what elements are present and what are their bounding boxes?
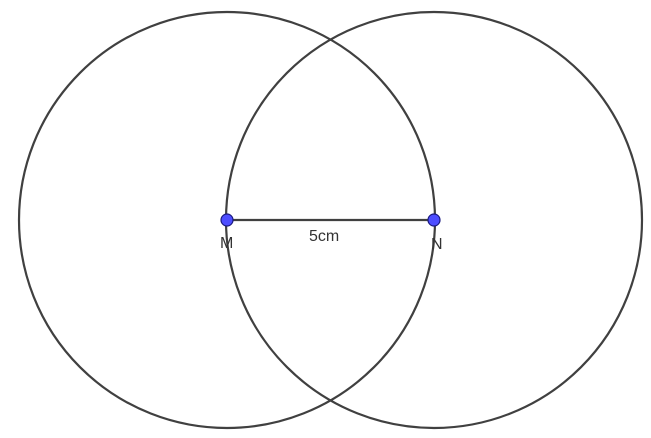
segment-length-label: 5cm: [309, 228, 339, 245]
point-N[interactable]: [427, 213, 441, 227]
point-N-label: N: [431, 236, 443, 253]
point-M[interactable]: [220, 213, 234, 227]
point-M-label: M: [220, 235, 233, 252]
